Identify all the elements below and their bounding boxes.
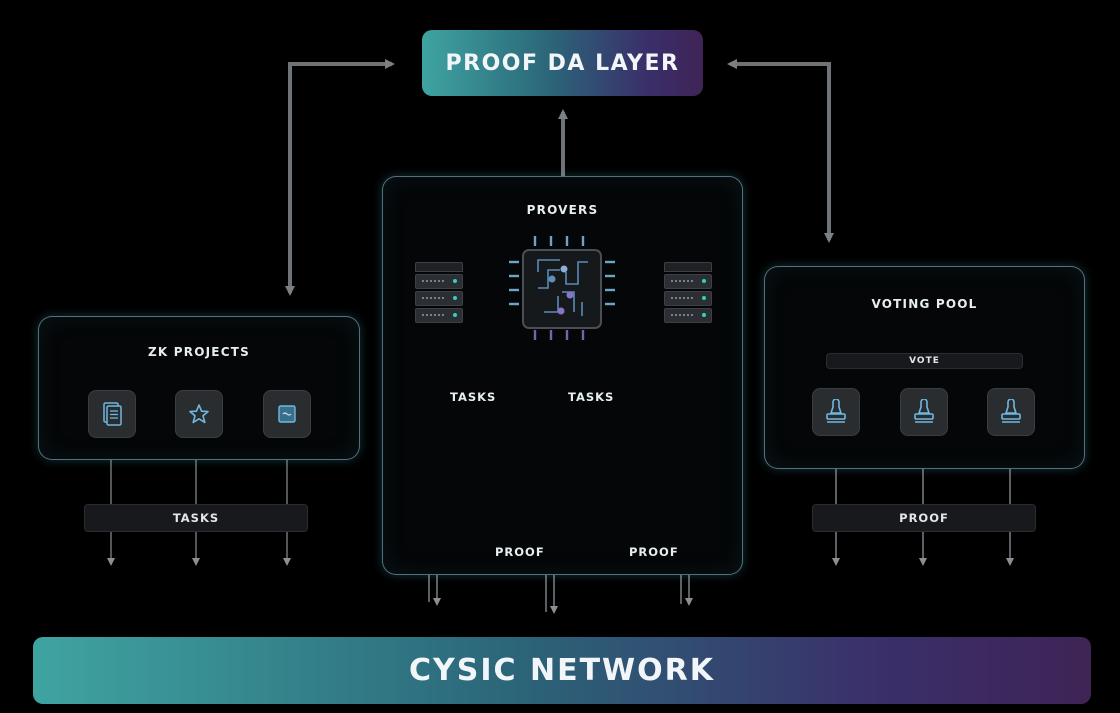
stamp-icon: [987, 388, 1035, 436]
provers-proof-right-label: PROOF: [629, 545, 679, 559]
note-icon: [263, 390, 311, 438]
stamp-icon: [812, 388, 860, 436]
voting-proof-bar: PROOF: [812, 504, 1036, 532]
provers-tasks-left-label: TASKS: [450, 390, 497, 404]
stamp-icon: [900, 388, 948, 436]
star-icon: [175, 390, 223, 438]
zk-projects-title: ZK PROJECTS: [148, 345, 250, 359]
vote-label: VOTE: [909, 356, 940, 366]
voting-pool-title: VOTING POOL: [871, 297, 978, 311]
cysic-network-bar: CYSIC NETWORK: [33, 637, 1091, 704]
zk-tasks-bar: TASKS: [84, 504, 308, 532]
cysic-network-label: CYSIC NETWORK: [409, 653, 715, 688]
server-left-icon: [415, 262, 463, 325]
provers-panel: PROVERS: [382, 176, 743, 575]
proof-da-layer-bar: PROOF DA LAYER: [422, 30, 703, 96]
voting-proof-label: PROOF: [899, 511, 949, 525]
provers-title: PROVERS: [526, 203, 599, 217]
provers-proof-left-label: PROOF: [495, 545, 545, 559]
arrow-voting-to-da: [727, 59, 831, 238]
vote-bar: VOTE: [826, 353, 1023, 369]
document-icon: [88, 390, 136, 438]
processor-chip-icon: [509, 236, 615, 340]
proof-da-layer-label: PROOF DA LAYER: [445, 50, 680, 76]
zk-tasks-label: TASKS: [172, 511, 220, 525]
provers-tasks-mid-label: TASKS: [568, 390, 615, 404]
zk-projects-panel: ZK PROJECTS: [38, 316, 360, 460]
server-right-icon: [664, 262, 712, 325]
arrow-da-to-zk: [288, 59, 395, 293]
